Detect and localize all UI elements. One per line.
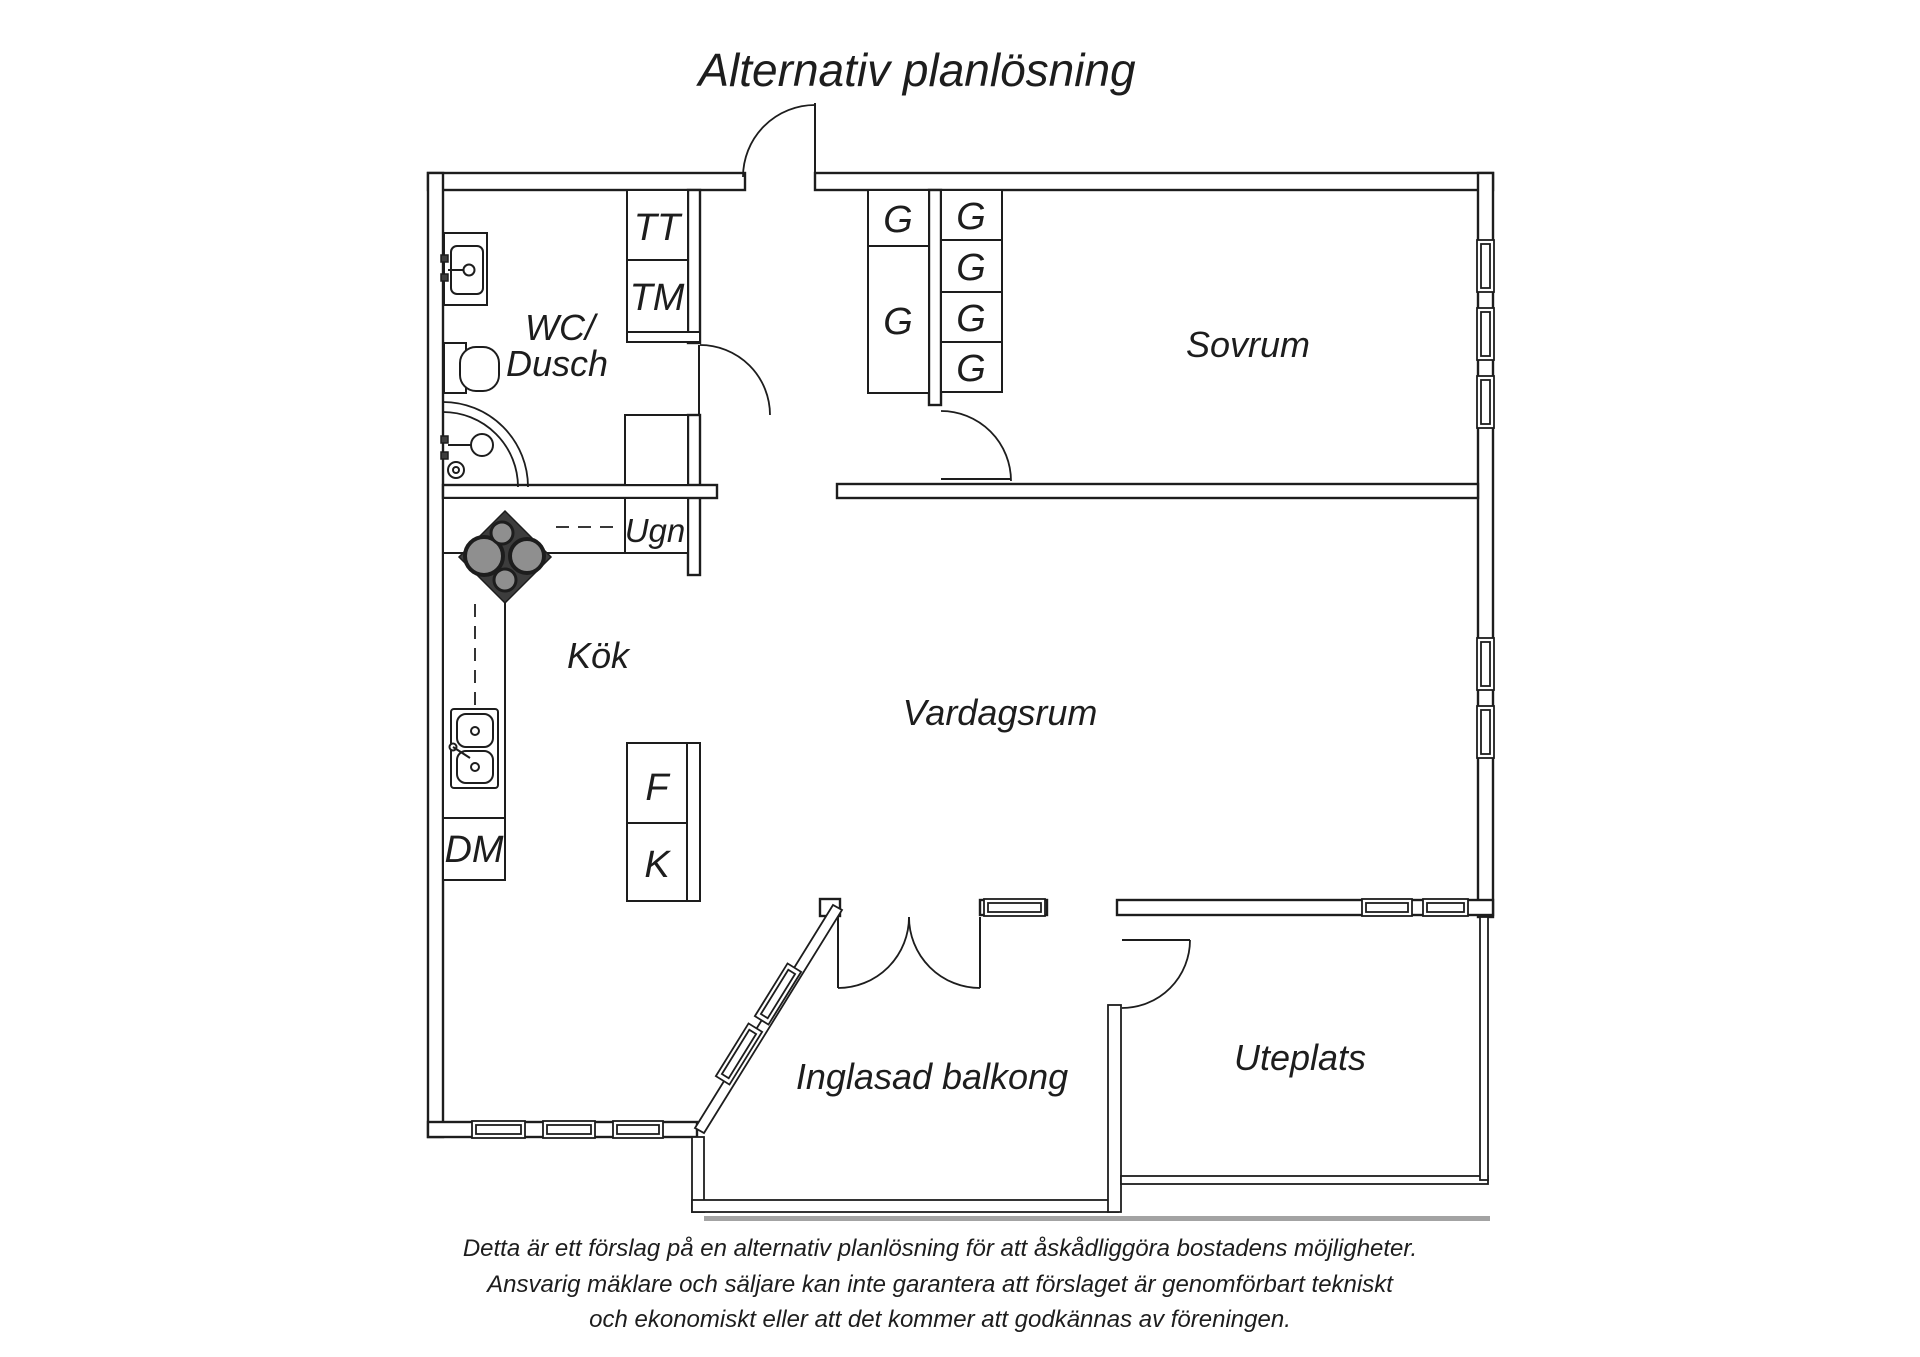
disclaimer-line2: Ansvarig mäklare och säljare kan inte ga… [485, 1271, 1394, 1298]
sovrum-label: Sovrum [1186, 324, 1310, 365]
wall-left [426, 171, 445, 1139]
kitchen-fittings: Ugn DM F K [442, 414, 701, 902]
window-living-right-2 [1476, 705, 1495, 759]
disclaimer-line3: och ekonomiskt eller att det kommer att … [589, 1306, 1291, 1333]
window-kitchen-2 [542, 1120, 596, 1139]
kitchen-sink-icon [448, 708, 499, 789]
kitchen-shaft-cabinet [624, 414, 689, 486]
wardrobe-label: G [883, 301, 913, 343]
laundry-cabinet: TT TM [626, 189, 701, 343]
window-kitchen-3 [612, 1120, 664, 1139]
wc-dusch-label-line2: Dusch [506, 343, 608, 384]
kok-label: Kök [567, 635, 631, 676]
laundry-closets: TT TM G G G G G G [626, 189, 1003, 394]
inglasad-balkong-label: Inglasad balkong [796, 1056, 1068, 1097]
wardrobe-label: G [956, 298, 986, 340]
wardrobe-right-column: G G G G [940, 189, 1003, 393]
wall-patio-bottom [1120, 1175, 1489, 1185]
window-bedroom-2 [1476, 307, 1495, 361]
wardrobe-label: G [956, 348, 986, 390]
toilet-icon [443, 342, 500, 394]
bathroom-fixtures [440, 232, 529, 488]
wall-bedroom-living [835, 482, 1480, 500]
washbasin-icon [440, 232, 488, 306]
fridge-freezer-icon: F K [626, 742, 701, 902]
wall-kitchen-north [441, 483, 719, 500]
window-living-south-2 [1361, 898, 1413, 917]
page-title: Alternativ planlösning [695, 44, 1136, 96]
bedroom-door-icon [940, 410, 1012, 482]
window-living-south-3 [1422, 898, 1469, 917]
wall-wc-east-upper [686, 188, 702, 345]
shower-icon [440, 401, 529, 488]
window-bedroom-1 [1476, 239, 1495, 293]
wardrobe-label: G [956, 247, 986, 289]
wardrobe-label: G [883, 199, 913, 241]
window-balcony-diagonal-2 [753, 962, 803, 1026]
vardagsrum-label: Vardagsrum [903, 692, 1098, 733]
windows-layer [471, 239, 1495, 1139]
fridge-label: K [644, 844, 671, 886]
wardrobe-label: G [956, 196, 986, 238]
wall-top-right [813, 171, 1495, 192]
wall-balcony-patio-divider [1107, 1004, 1122, 1213]
ground-line [704, 1216, 1490, 1221]
doors-layer [698, 103, 1191, 1009]
window-living-south-1 [983, 898, 1046, 917]
wall-balcony-bottom [691, 1199, 1119, 1213]
window-bedroom-3 [1476, 375, 1495, 429]
balcony-french-doors-icon [837, 916, 981, 989]
dryer-label: TT [634, 207, 683, 249]
wall-patio-right [1479, 916, 1489, 1181]
stove-icon [457, 509, 553, 605]
window-balcony-diagonal-1 [714, 1022, 764, 1086]
patio-door-icon [1121, 939, 1191, 1009]
disclaimer-text: Detta är ett förslag på en alternativ pl… [463, 1235, 1417, 1333]
entry-door-icon [742, 103, 816, 178]
wall-closet-stub [927, 188, 943, 407]
oven-label: Ugn [625, 512, 686, 549]
wc-dusch-label-line1: WC/ [525, 307, 599, 348]
wardrobe-left-column: G G [867, 189, 930, 394]
uteplats-label: Uteplats [1234, 1037, 1366, 1078]
kitchen-counter-north: Ugn [442, 497, 689, 554]
window-kitchen-1 [471, 1120, 526, 1139]
freezer-label: F [645, 767, 670, 809]
wall-top-left [426, 171, 747, 192]
dishwasher-label: DM [444, 829, 503, 871]
room-hall [700, 190, 868, 483]
washer-label: TM [630, 277, 685, 319]
wc-door-icon [698, 344, 771, 416]
room-vardagsrum [717, 498, 1478, 900]
window-living-right-1 [1476, 637, 1495, 691]
disclaimer-line1: Detta är ett förslag på en alternativ pl… [463, 1235, 1417, 1262]
room-labels: WC/ Dusch Sovrum Kök Vardagsrum Inglasad… [506, 307, 1366, 1097]
